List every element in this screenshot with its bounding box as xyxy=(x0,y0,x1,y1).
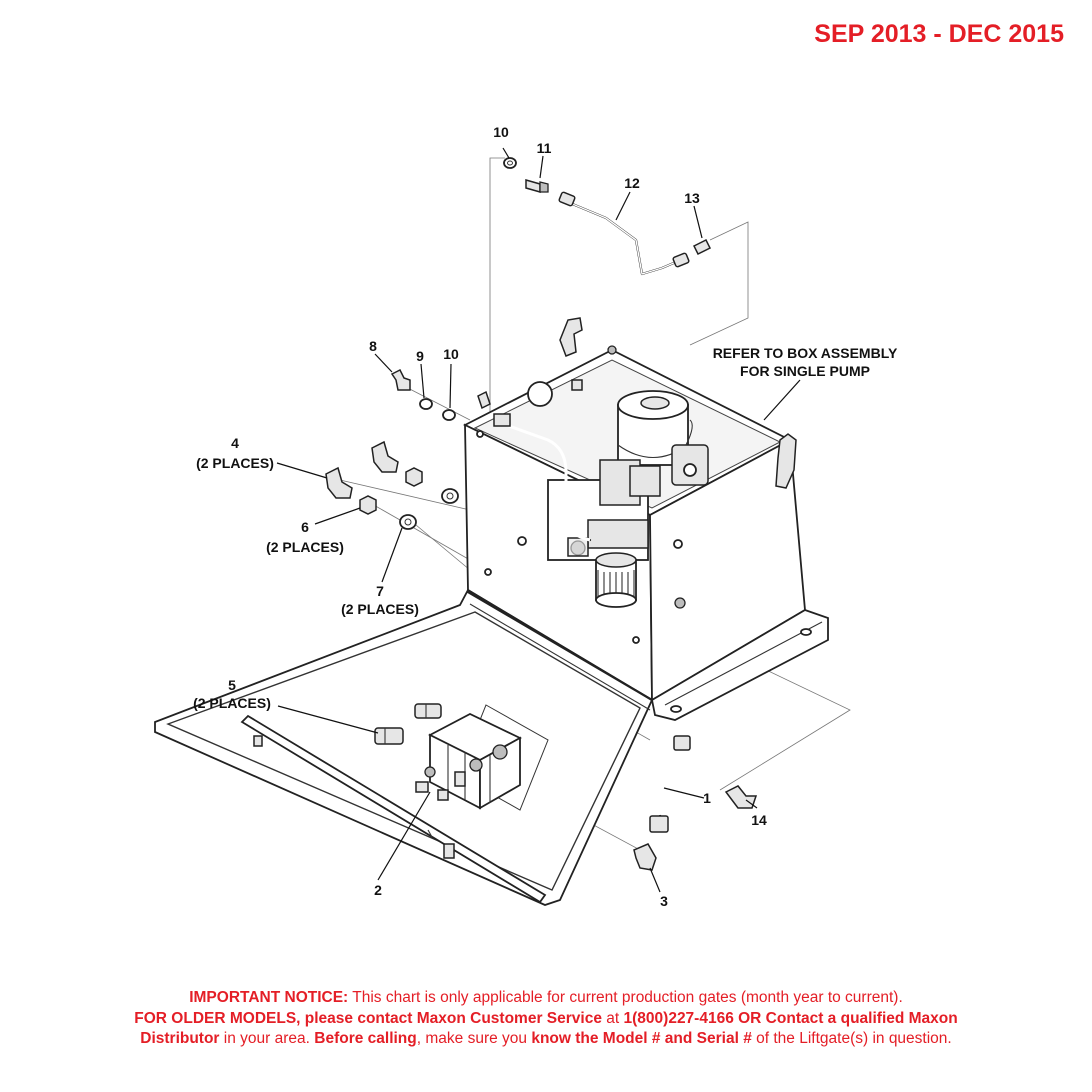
callout-7-qty: (2 PLACES) xyxy=(341,601,419,617)
callout-4: 4 xyxy=(231,435,239,451)
box-reference-line-2: FOR SINGLE PUMP xyxy=(740,363,870,379)
callout-4-qty: (2 PLACES) xyxy=(196,455,274,471)
callout-6: 6 xyxy=(301,519,309,535)
callout-9: 9 xyxy=(416,348,424,364)
callout-8: 8 xyxy=(369,338,377,354)
important-notice: IMPORTANT NOTICE: This chart is only app… xyxy=(40,988,1052,1050)
motor-assembly xyxy=(493,379,709,608)
date-range-title: SEP 2013 - DEC 2015 xyxy=(814,20,1064,48)
exploded-parts-diagram: 10 11 12 13 8 9 10 REFER TO BOX ASSEMBLY… xyxy=(154,124,898,909)
callout-2: 2 xyxy=(374,882,382,898)
callout-3: 3 xyxy=(660,893,668,909)
leader-lines xyxy=(276,147,801,893)
valve-bank xyxy=(415,704,549,811)
return-fittings xyxy=(390,368,491,421)
hinged-door xyxy=(154,588,654,906)
callout-7: 7 xyxy=(376,583,384,599)
callout-5: 5 xyxy=(228,677,236,693)
callout-14: 14 xyxy=(751,812,767,828)
pressure-line-parts xyxy=(503,157,712,276)
box-reference-line-1: REFER TO BOX ASSEMBLY xyxy=(713,345,898,361)
notice-line-2: FOR OLDER MODELS, please contact Maxon C… xyxy=(134,1009,958,1027)
callout-1: 1 xyxy=(703,790,711,806)
door-fittings xyxy=(374,703,442,745)
notice-line-3: Distributor in your area. Before calling… xyxy=(140,1030,952,1047)
callout-13: 13 xyxy=(684,190,700,206)
elbow-nut-washer-set xyxy=(325,440,459,530)
suction-line-parts xyxy=(633,733,758,871)
callout-11: 11 xyxy=(537,140,552,156)
callout-5-qty: (2 PLACES) xyxy=(193,695,271,711)
callout-6-qty: (2 PLACES) xyxy=(266,539,344,555)
notice-line-1: IMPORTANT NOTICE: This chart is only app… xyxy=(189,989,903,1006)
callout-12: 12 xyxy=(624,175,640,191)
callout-labels: 10 11 12 13 8 9 10 REFER TO BOX ASSEMBLY… xyxy=(193,124,898,909)
callout-10-left: 10 xyxy=(443,346,459,362)
callout-10-top: 10 xyxy=(493,124,509,140)
